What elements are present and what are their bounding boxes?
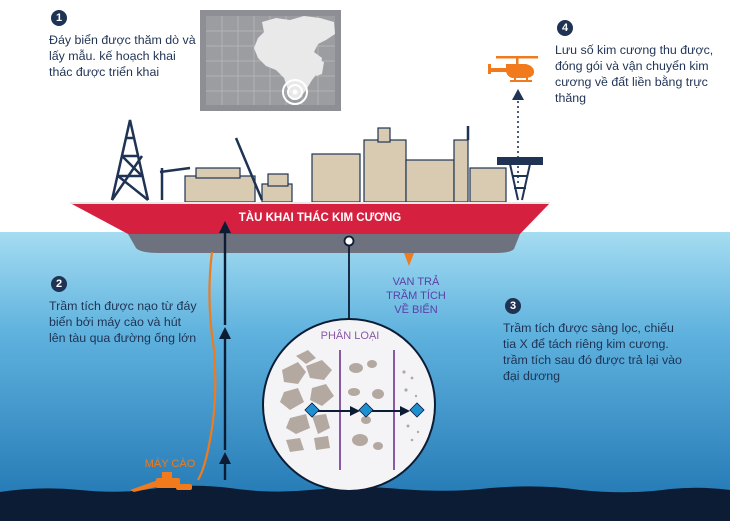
- step-1-text: Đáy biển được thăm dò và lấy mẫu. kế hoạ…: [49, 33, 196, 79]
- drilling-derrick-icon: [110, 119, 150, 201]
- diamond-icon: [304, 402, 425, 418]
- step-2-text: Trầm tích được nạo từ đáy biển bởi máy c…: [49, 299, 197, 345]
- coarse-sediment: [280, 350, 334, 452]
- step-4-text: Lưu số kim cương thu được, đóng gói và v…: [555, 43, 714, 105]
- step-1-badge: 1: [51, 10, 67, 26]
- valve-label: VAN TRẢ TRẦM TÍCH VỀ BIỂN: [386, 276, 446, 316]
- sorting-label: PHÂN LOẠI: [320, 330, 380, 342]
- dredger-label: MÁY CÀO: [144, 458, 196, 470]
- seabed: [0, 485, 730, 521]
- dredger-tether: [197, 251, 217, 481]
- sorting-circle: [262, 318, 436, 492]
- step-3-badge: 3: [505, 298, 521, 314]
- ship-label: TÀU KHAI THÁC KIM CƯƠNG: [238, 212, 402, 224]
- world-map-icon: [200, 10, 341, 111]
- step-3-text: Trầm tích được sàng lọc, chiếu tia X để …: [503, 321, 682, 383]
- suction-pipe-arrows: [219, 221, 231, 480]
- valve-outlet: [404, 253, 414, 266]
- ship-hull-red: [70, 203, 550, 234]
- medium-sediment: [348, 360, 384, 450]
- ship-superstructure: [184, 127, 507, 203]
- step-2-badge: 2: [51, 276, 67, 292]
- dredger-icon: [130, 472, 192, 492]
- deck-cranes: [159, 126, 470, 201]
- step-4-badge: 4: [557, 20, 573, 36]
- ship-hull-underwater: [128, 234, 520, 253]
- helideck-tower: [497, 157, 543, 201]
- helicopter-icon: [488, 56, 538, 82]
- helicopter-arrow-head: [512, 89, 524, 100]
- sorting-flow-arrows: [318, 406, 410, 416]
- fine-sediment: [402, 370, 420, 442]
